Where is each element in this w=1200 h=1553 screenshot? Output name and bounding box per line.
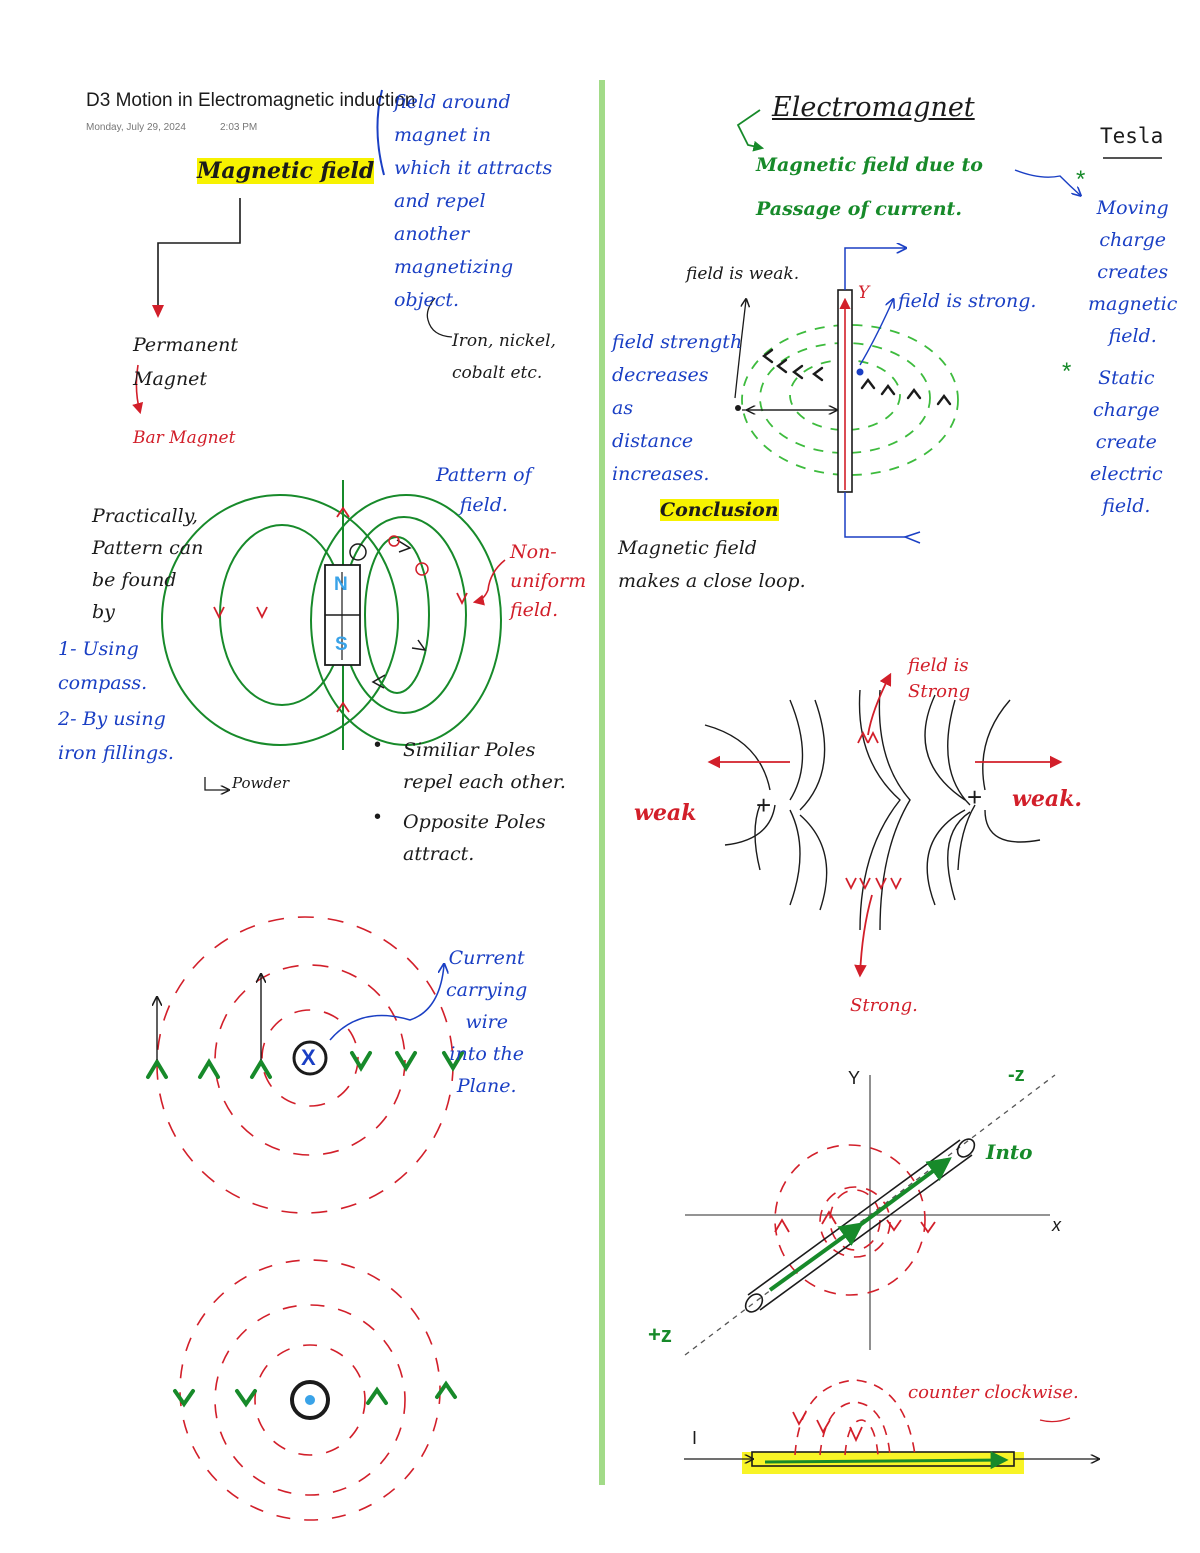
conclusion-heading: Conclusion <box>660 499 779 521</box>
weak-right-label: weak. <box>1012 786 1083 812</box>
nonuniform-arrow <box>472 559 506 606</box>
non-uniform-field: Non- uniform field. <box>510 541 587 621</box>
into-label: Into <box>986 1140 1033 1164</box>
strong-arrow-top <box>867 672 892 736</box>
moving-charge-arrow <box>1014 169 1080 195</box>
definition-bracket <box>376 89 385 176</box>
axis-x-label: x <box>1052 1215 1061 1235</box>
current-in <box>844 248 905 290</box>
bar-magnet-label: Bar Magnet <box>133 428 236 448</box>
method-compass: 1- Using compass. <box>58 638 148 694</box>
electromagnet-heading: Electromagnet <box>772 92 975 123</box>
bullet-2: • <box>374 806 382 828</box>
magnetic-field-heading: Magnetic field <box>197 158 375 184</box>
field-strong-label: field is strong. <box>898 290 1037 312</box>
permanent-magnet: Permanent Magnet <box>133 334 238 390</box>
current-i-label: I <box>692 1428 698 1448</box>
field-is-strong-label: field is Strong <box>908 655 971 702</box>
into-plane-symbol: X <box>301 1045 316 1070</box>
asterisk-1: * <box>1076 166 1086 193</box>
rule-opposite-poles: Opposite Poles attract. <box>403 811 546 865</box>
minus-z-label: -z <box>1008 1064 1025 1086</box>
powder-label: Powder <box>232 774 290 792</box>
pattern-of-field: Pattern of field. <box>436 464 532 516</box>
tesla-label: Tesla <box>1100 124 1164 148</box>
moving-charge-note: Moving charge creates magnetic field. <box>1088 197 1178 347</box>
field-strength-note: field strength decreases as distance inc… <box>612 331 743 485</box>
magnetic-metals: Iron, nickel, cobalt etc. <box>452 331 556 383</box>
bullet-1: • <box>374 734 382 756</box>
compass-needles <box>349 535 429 689</box>
electromagnet-definition: Magnetic field due to Passage of current… <box>756 154 983 220</box>
two-charges-field <box>704 689 1041 931</box>
north-pole: N <box>334 574 348 595</box>
asterisk-2: * <box>1062 358 1072 385</box>
wire-highlight <box>742 1452 1024 1474</box>
charge-left: + <box>756 790 772 820</box>
rule-similar-poles: Similiar Poles repel each other. <box>403 739 566 793</box>
wire-loop-field <box>794 1379 916 1456</box>
flow-arrow <box>157 198 241 308</box>
page-title: D3 Motion in Electromagnetic induction <box>86 90 416 111</box>
electromagnet-arrow <box>736 109 765 152</box>
strong-bottom-label: Strong. <box>850 995 918 1016</box>
magnetic-field-definition: field around magnet in which it attracts… <box>394 91 553 311</box>
weak-left-label: weak <box>634 800 697 826</box>
wire-into-plane <box>292 1040 328 1076</box>
axes-3d <box>684 1074 1056 1356</box>
static-charge-note: Static charge create electric field. <box>1090 367 1163 517</box>
plus-z-label: +z <box>648 1322 672 1347</box>
practically-note: Practically, Pattern can be found by <box>92 505 204 623</box>
wire-label-arrow <box>329 965 444 1041</box>
field-direction-arrows <box>213 506 468 713</box>
current-out <box>844 492 905 538</box>
charge-right: + <box>967 782 983 812</box>
method-iron-fillings: 2- By using iron fillings. <box>58 708 174 764</box>
metals-connector <box>426 297 453 338</box>
flow-arrow-head <box>152 305 164 318</box>
field-weak-label: field is weak. <box>686 264 800 284</box>
strong-arrow-bottom <box>854 894 873 978</box>
south-pole: S <box>335 634 348 655</box>
wire-3d-field <box>774 1144 926 1296</box>
axis-y-label: Y <box>848 1068 861 1088</box>
powder-arrow <box>204 777 228 790</box>
conclusion-text: Magnetic field makes a close loop. <box>618 537 806 592</box>
page-time: 2:03 PM <box>220 122 258 133</box>
into-plane-arrows <box>146 1051 464 1079</box>
current-carrying-wire-label: Current carrying wire into the Plane. <box>446 947 528 1097</box>
wire-y-label: Y <box>858 283 870 303</box>
counter-clockwise-label: counter clockwise. <box>908 1382 1079 1403</box>
bar-magnet-arrow <box>132 364 144 415</box>
page-date: Monday, July 29, 2024 <box>86 122 186 133</box>
out-of-plane-arrows <box>173 1380 457 1408</box>
wire-field-arrows <box>762 348 952 406</box>
